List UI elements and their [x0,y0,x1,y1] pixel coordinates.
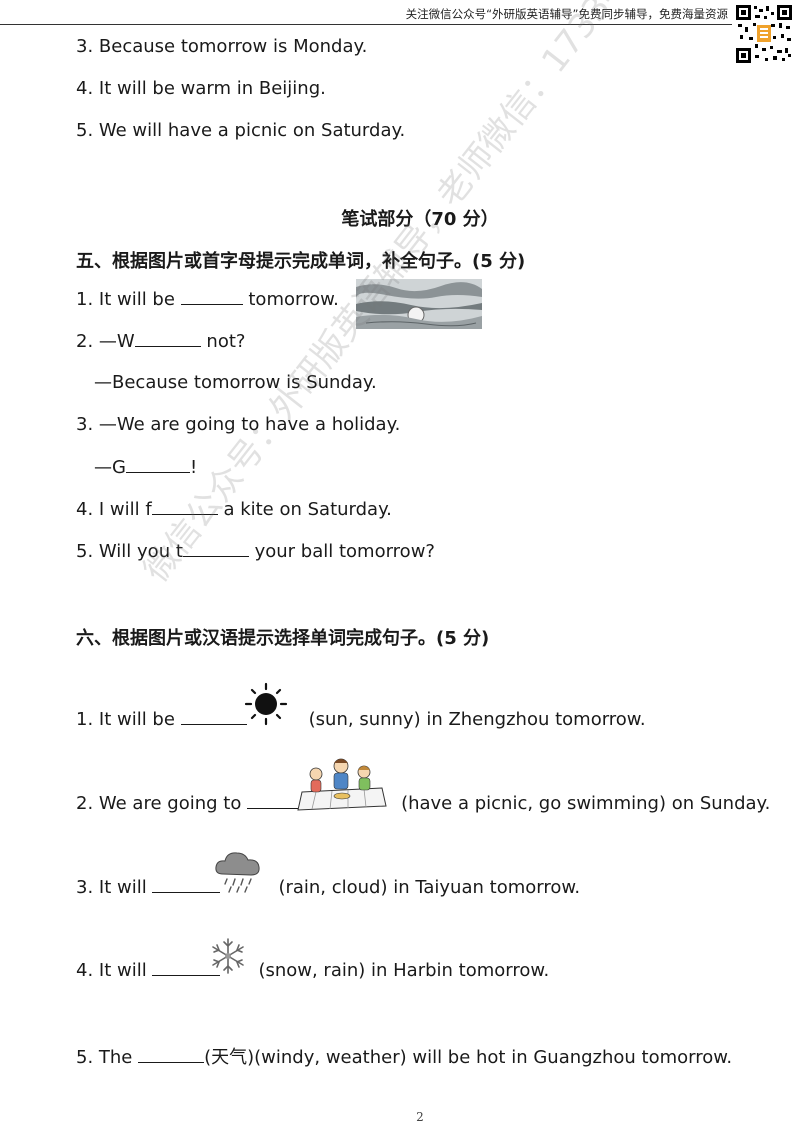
part5-heading: 五、根据图片或首字母提示完成单词，补全句子。(5 分) [76,251,526,272]
question-text: a kite on Saturday. [217,499,392,520]
question-text: —G [94,457,126,478]
page-number: 2 [416,1110,424,1124]
question-text: 3. It will [76,877,153,898]
part5-question-5: 5. Will you t your ball tomorrow? [76,540,435,562]
part6-question-5: 5. The (天气)(windy, weather) will be hot … [76,1043,732,1069]
question-text: 4. It will [76,960,153,981]
part6-question-2: 2. We are going to (have a picnic, go sw… [76,792,770,814]
sun-icon [244,682,288,726]
answer-blank[interactable] [134,330,201,347]
page-header: 关注微信公众号“外研版英语辅导”免费同步辅导，免费海量资源 [0,0,800,21]
answer-blank[interactable] [152,959,221,976]
picnic-icon [297,758,387,811]
question-text: 5. Will you t [76,541,183,562]
question-text: (sun, sunny) in Zhengzhou tomorrow. [308,709,646,730]
snowflake-icon [212,938,244,974]
question-text: 1. It will be [76,289,181,310]
question-text: (windy, weather) will be hot in Guangzho… [254,1047,733,1068]
question-text: (rain, cloud) in Taiyuan tomorrow. [278,877,581,898]
question-text: tomorrow. [242,289,339,310]
header-promo-text: 关注微信公众号“外研版英语辅导”免费同步辅导，免费海量资源 [405,7,728,21]
part6-question-1: 1. It will be (sun, sunny) in Zhengzhou … [76,708,646,730]
qr-code-icon [735,4,793,64]
answer-blank[interactable] [125,456,190,473]
question-text: 5. The [76,1047,139,1068]
sunset-icon [356,279,482,329]
question-text: 2. We are going to [76,793,248,814]
section-title: 笔试部分（70 分） [341,209,499,230]
part5-question-2: 2. —W not? [76,330,245,352]
question-text: (have a picnic, go swimming) on Sunday. [401,793,771,814]
header-divider [0,24,732,25]
list-item: 5. We will have a picnic on Saturday. [76,120,406,141]
question-text: 1. It will be [76,709,181,730]
part5-question-2-reply: —Because tomorrow is Sunday. [94,372,377,393]
rain-cloud-icon [215,852,260,893]
part6-heading: 六、根据图片或汉语提示选择单词完成句子。(5 分) [76,628,490,649]
answer-blank[interactable] [138,1046,205,1063]
question-text: your ball tomorrow? [248,541,435,562]
answer-blank[interactable] [180,708,247,725]
answer-blank[interactable] [151,498,218,515]
question-text: 2. —W [76,331,135,352]
part5-question-1: 1. It will be tomorrow. [76,288,339,310]
answer-blank[interactable] [180,288,243,305]
chinese-hint: (天气) [204,1047,255,1068]
part5-question-4: 4. I will f a kite on Saturday. [76,498,392,520]
answer-blank[interactable] [182,540,249,557]
part6-question-4: 4. It will (snow, rain) in Harbin tomorr… [76,959,549,981]
question-text: ! [189,457,198,478]
answer-blank[interactable] [152,876,221,893]
answer-blank[interactable] [247,792,316,809]
part5-question-3: 3. —We are going to have a holiday. [76,414,401,435]
question-text: (snow, rain) in Harbin tomorrow. [258,960,550,981]
list-item: 4. It will be warm in Beijing. [76,78,326,99]
part6-question-3: 3. It will (rain, cloud) in Taiyuan tomo… [76,876,580,898]
question-text: 4. I will f [76,499,152,520]
question-text: not? [200,331,246,352]
list-item: 3. Because tomorrow is Monday. [76,36,368,57]
part5-question-3-reply: —G! [94,456,197,478]
